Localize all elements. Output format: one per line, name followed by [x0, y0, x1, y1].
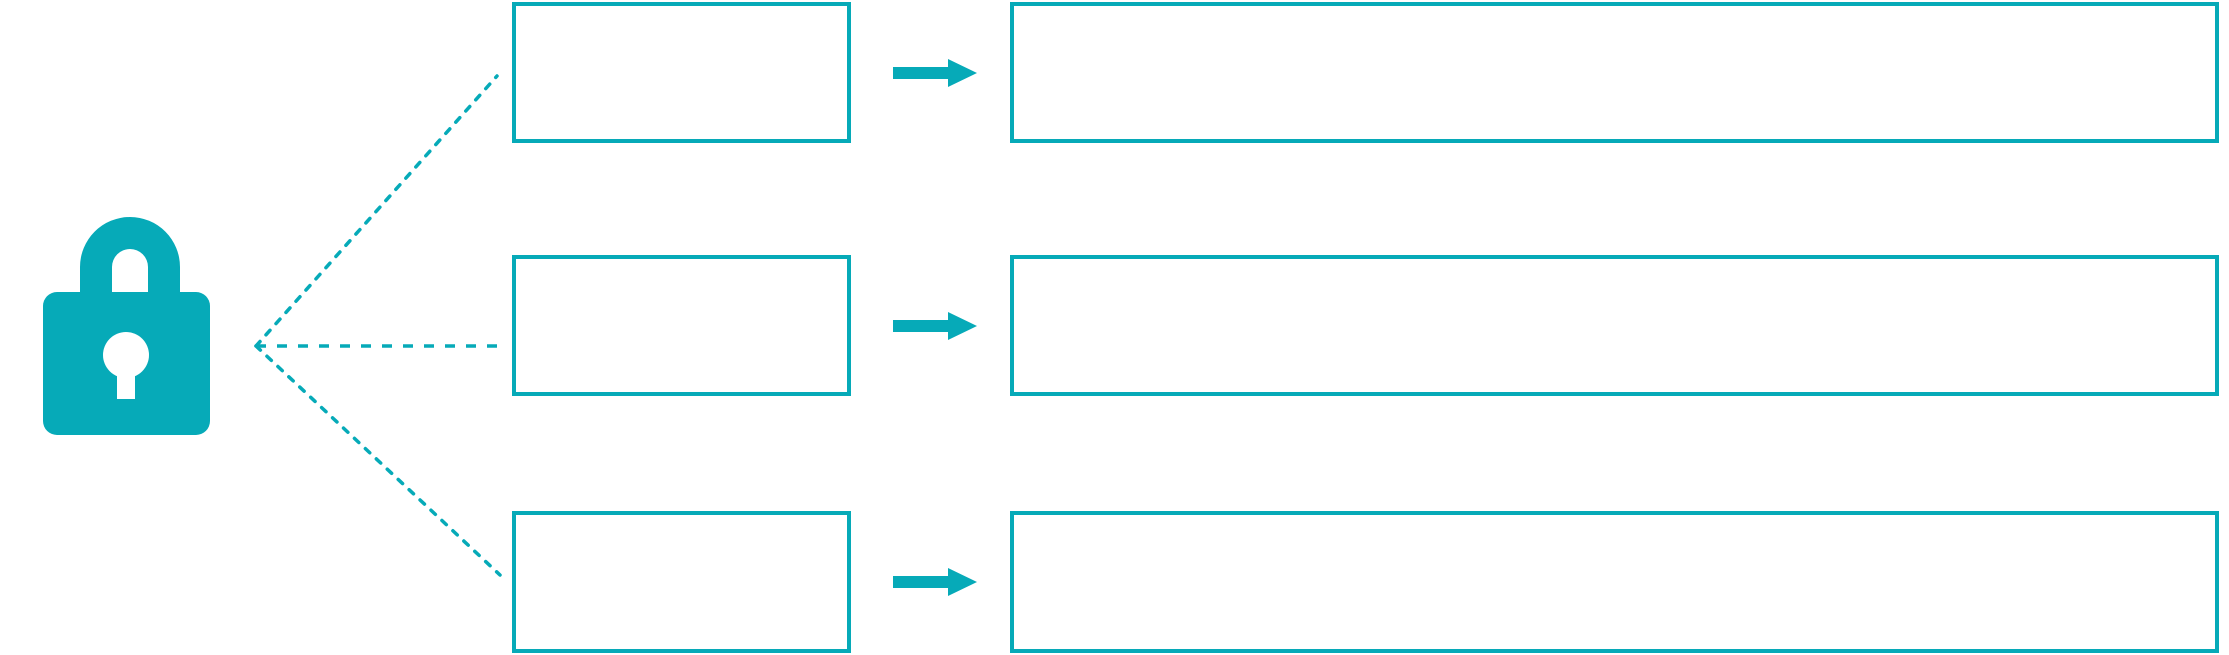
stage-box-small[interactable]: [512, 255, 851, 396]
stage-box-large[interactable]: [1010, 511, 2219, 653]
lock-icon: [30, 205, 230, 450]
right-arrow-icon: [893, 311, 977, 340]
stage-box-large[interactable]: [1010, 255, 2219, 396]
right-arrow-icon: [893, 568, 977, 596]
stage-box-large-label: [1014, 515, 2215, 543]
stage-box-large-label: [1014, 6, 2215, 34]
stage-box-small[interactable]: [512, 511, 851, 653]
flow-row: [0, 255, 2229, 396]
stage-box-small-label: [516, 515, 847, 543]
stage-box-large-label: [1014, 259, 2215, 287]
stage-box-small-label: [516, 6, 847, 34]
flow-row: [0, 2, 2229, 143]
stage-box-small[interactable]: [512, 2, 851, 143]
right-arrow-icon: [893, 58, 977, 87]
stage-box-large[interactable]: [1010, 2, 2219, 143]
stage-box-small-label: [516, 259, 847, 287]
flow-row: [0, 511, 2229, 653]
